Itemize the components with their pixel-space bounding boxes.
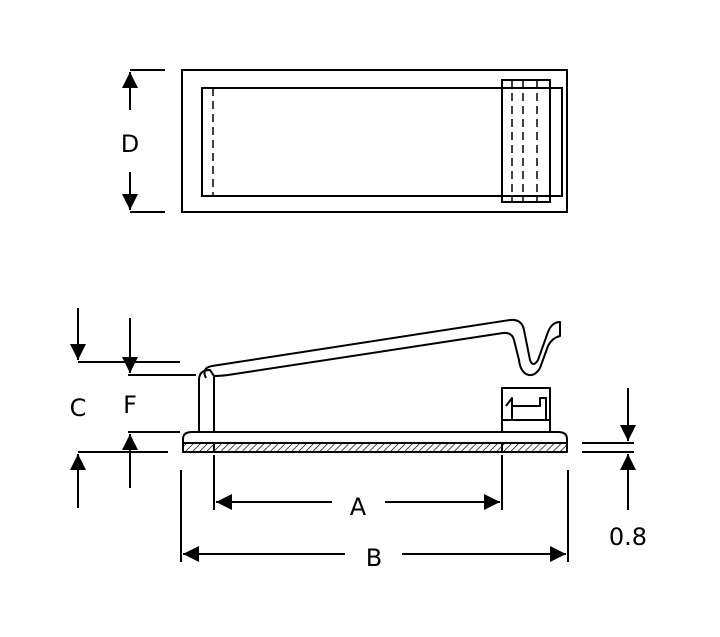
- dimension-d: [122, 69, 165, 213]
- base-plate: [182, 431, 568, 453]
- dimension-b-label: B: [366, 544, 382, 572]
- dimension-thickness: [582, 388, 636, 510]
- top-view-clip-block: [501, 79, 551, 203]
- dimension-thickness-label: 0.8: [609, 523, 647, 551]
- spring-post: [198, 369, 215, 432]
- dimension-a-label: A: [350, 493, 367, 521]
- dimension-a: [213, 455, 503, 510]
- dimension-b: [180, 470, 569, 562]
- top-view-outer-frame: [181, 69, 568, 213]
- base-plate-hatch: [183, 443, 567, 452]
- dimension-f-label: F: [123, 391, 137, 419]
- spring-arm: [203, 318, 561, 379]
- dimension-c-f: [70, 308, 196, 508]
- dimension-d-label: D: [121, 130, 139, 158]
- top-view-inner-frame: [201, 87, 563, 197]
- top-view: [181, 69, 568, 213]
- side-view: [182, 318, 568, 453]
- clip-post: [501, 387, 551, 432]
- dimension-c-label: C: [70, 394, 87, 422]
